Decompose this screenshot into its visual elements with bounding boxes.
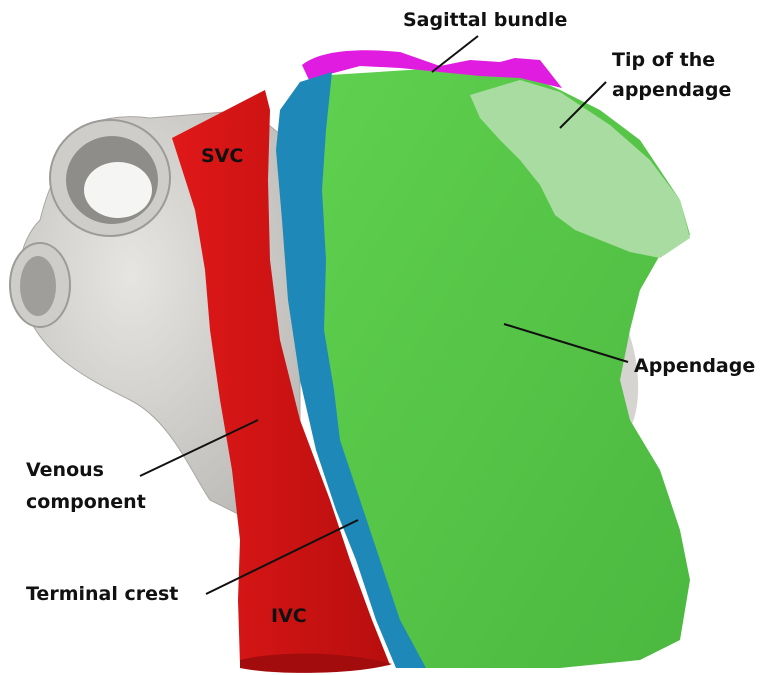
label-tip-line1: Tip of the [612,48,731,72]
label-tip-of-appendage: Tip of the appendage [612,48,731,102]
label-venous-component: Venous component [26,458,146,514]
label-appendage: Appendage [634,354,755,378]
label-sagittal-bundle: Sagittal bundle [403,8,567,32]
pulmonary-vein-upper [50,120,170,236]
pulmonary-vein-lower [10,243,70,327]
label-venous-line1: Venous [26,458,146,482]
label-terminal-crest: Terminal crest [26,582,178,606]
label-svc: SVC [201,144,243,168]
label-tip-line2: appendage [612,78,731,102]
label-ivc: IVC [271,604,307,628]
label-venous-line2: component [26,490,146,514]
